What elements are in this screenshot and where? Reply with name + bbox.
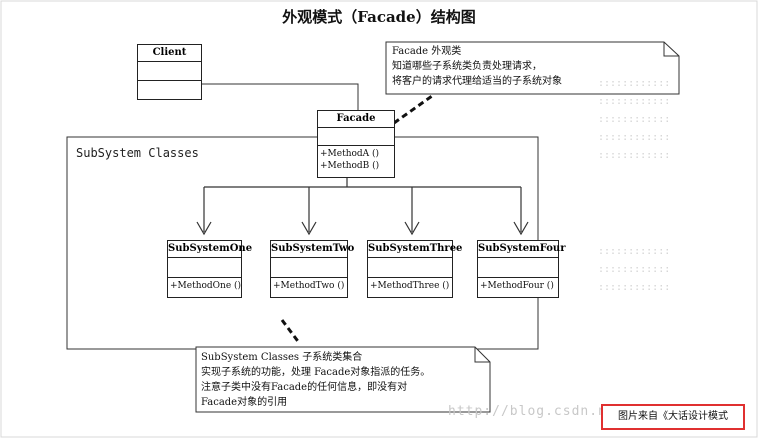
subsystem-class-name: SubSystemTwo: [271, 241, 354, 258]
subsystem-attributes: [478, 258, 558, 278]
subsystem-operations: +MethodOne (): [168, 278, 241, 292]
subsystem-four-class[interactable]: SubSystemFour +MethodFour (): [477, 240, 565, 298]
background-code-fragment: ::::::::::::: [598, 78, 671, 89]
client-facade-association: [200, 83, 359, 110]
client-class[interactable]: Client: [137, 44, 202, 100]
facade-note-fold: [663, 42, 679, 57]
subsystem-attributes: [368, 258, 452, 278]
subsystem-note-line: 注意子类中没有Facade的任何信息，即没有对: [201, 382, 408, 393]
background-code-fragment: ::::::::::::: [598, 150, 671, 161]
subsystem-note-line: 实现子系统的功能，处理 Facade对象指派的任务。: [201, 367, 431, 378]
source-caption: 图片来自《大话设计模式: [601, 404, 745, 430]
facade-operations: +MethodA () +MethodB (): [318, 146, 394, 172]
facade-note-connector: [393, 94, 433, 125]
subsystem-note-line: Facade对象的引用: [201, 397, 288, 408]
subsystem-operations: +MethodTwo (): [271, 278, 347, 292]
subsystem-class-name: SubSystemOne: [168, 241, 252, 258]
subsystem-class-name: SubSystemThree: [368, 241, 462, 258]
facade-class[interactable]: Facade +MethodA () +MethodB (): [317, 110, 395, 178]
subsystem-note-line: SubSystem Classes 子系统类集合: [201, 352, 363, 363]
subsystem-note-connector: [280, 319, 302, 345]
facade-class-name: Facade: [318, 111, 394, 128]
background-code-fragment: ::::::::::::: [598, 264, 671, 275]
subsystem-attributes: [271, 258, 347, 278]
facade-note-line: Facade 外观类: [392, 46, 462, 57]
facade-attributes: [318, 128, 394, 146]
background-code-fragment: ::::::::::::: [598, 246, 671, 257]
subsystem-method: +MethodFour (): [480, 281, 554, 291]
facade-note-shape: [385, 41, 680, 95]
subsystem-one-class[interactable]: SubSystemOne +MethodOne (): [167, 240, 252, 298]
subsystem-attributes: [168, 258, 241, 278]
diagram-title: 外观模式（Facade）结构图: [282, 8, 476, 26]
subsystem-operations: +MethodThree (): [368, 278, 452, 292]
facade-subsystem-connectors: [203, 176, 522, 232]
subsystem-note-shape: [195, 346, 491, 413]
facade-method: +MethodA (): [320, 149, 380, 159]
background-code-fragment: ::::::::::::: [598, 282, 671, 293]
background-code-fragment: ::::::::::::: [598, 96, 671, 107]
subsystem-two-class[interactable]: SubSystemTwo +MethodTwo (): [270, 240, 354, 298]
subsystem-method: +MethodThree (): [370, 281, 450, 291]
facade-method: +MethodB (): [320, 161, 380, 171]
background-code-fragment: ::::::::::::: [598, 114, 671, 125]
client-attributes: [138, 62, 201, 81]
background-code-fragment: ::::::::::::: [598, 132, 671, 143]
subsystem-method: +MethodTwo (): [273, 281, 345, 291]
facade-note-line: 知道哪些子系统类负责处理请求，: [392, 61, 542, 72]
subsystem-three-class[interactable]: SubSystemThree +MethodThree (): [367, 240, 462, 298]
client-operations: [138, 81, 201, 98]
subsystem-operations: +MethodFour (): [478, 278, 558, 292]
dependency-arrowheads: [196, 221, 529, 236]
subsystem-class-name: SubSystemFour: [478, 241, 565, 258]
watermark-url: http://blog.csdn.net/s: [448, 404, 643, 419]
client-class-name: Client: [138, 45, 201, 62]
facade-note-line: 将客户的请求代理给适当的子系统对象: [392, 76, 562, 87]
subsystem-note-fold: [474, 347, 490, 363]
subsystem-method: +MethodOne (): [170, 281, 242, 291]
subsystem-group-label: SubSystem Classes: [76, 146, 199, 160]
